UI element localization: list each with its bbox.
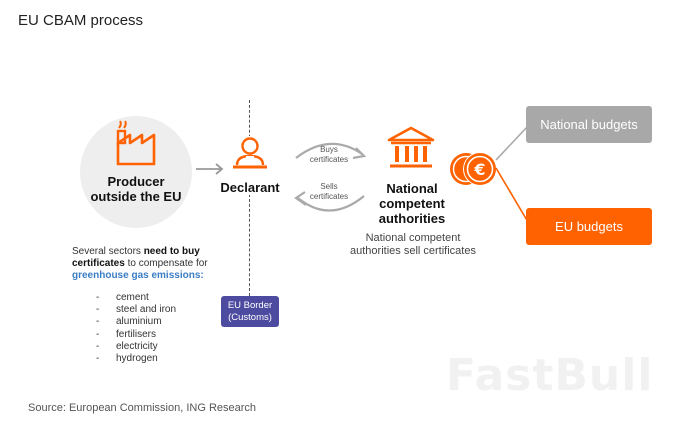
producer-line2: outside the EU <box>90 189 182 204</box>
sector-name: aluminium <box>116 316 162 328</box>
eu-border-line2: (Customs) <box>228 311 272 323</box>
authority-line3: authorities <box>378 211 446 226</box>
sells-line2: certificates <box>309 192 349 201</box>
eu-border-box: EU Border (Customs) <box>221 296 279 327</box>
sector-list: - cement - steel and iron - aluminium - fert… <box>96 292 176 365</box>
list-item: - hydrogen <box>96 353 176 365</box>
list-dash: - <box>96 316 100 328</box>
sector-name: fertilisers <box>116 328 157 340</box>
sectors-intro-c: to compensate for <box>124 258 208 269</box>
sectors-intro-a: Several sectors <box>72 246 144 257</box>
sectors-intro-d: greenhouse gas emissions: <box>72 270 204 281</box>
sectors-intro-b: need to buy certificates <box>72 246 200 269</box>
authority-line2: competent <box>379 196 445 211</box>
list-item: - aluminium <box>96 316 176 328</box>
factory-icon <box>116 120 156 171</box>
sectors-description: Several sectors need to buy certificates… <box>72 246 247 282</box>
producer-label: Producer outside the EU <box>82 174 190 204</box>
watermark: FastBull <box>446 350 654 401</box>
government-building-icon <box>386 126 436 177</box>
authority-label: National competent authorities <box>362 181 462 226</box>
declarant-label: Declarant <box>210 180 290 195</box>
sector-name: electricity <box>116 340 158 352</box>
page-title: EU CBAM process <box>18 12 144 29</box>
authority-note: National competent authorities sell cert… <box>345 232 481 258</box>
source-note: Source: European Commission, ING Researc… <box>28 402 257 414</box>
buys-line2: certificates <box>309 155 349 164</box>
list-item: - steel and iron <box>96 304 176 316</box>
producer-line1: Producer <box>107 174 165 189</box>
svg-text:€: € <box>473 160 485 179</box>
trade-cycle-arrows <box>288 136 372 225</box>
buys-line1: Buys <box>320 145 338 154</box>
list-dash: - <box>96 304 100 316</box>
budget-branch-lines <box>492 118 532 233</box>
producer-to-declarant-arrow <box>196 162 226 180</box>
euro-coins-icon: € <box>448 150 500 193</box>
list-item: - cement <box>96 292 176 304</box>
list-item: - fertilisers <box>96 329 176 341</box>
authority-line1: National <box>386 181 438 196</box>
buys-certificates-label: Buys certificates <box>298 145 360 165</box>
list-dash: - <box>96 328 100 340</box>
sector-name: hydrogen <box>116 353 158 365</box>
list-item: - electricity <box>96 341 176 353</box>
list-dash: - <box>96 353 100 365</box>
eu-border-line <box>249 100 250 296</box>
person-icon <box>231 136 269 181</box>
list-dash: - <box>96 340 100 352</box>
eu-border-line1: EU Border <box>227 299 273 311</box>
producer-circle <box>80 116 192 228</box>
sector-name: cement <box>116 292 149 303</box>
national-budgets-box: National budgets <box>526 106 652 143</box>
list-dash: - <box>96 292 100 303</box>
sector-name: steel and iron <box>116 304 177 316</box>
authority-note-line2: authorities sell certificates <box>350 245 476 257</box>
sells-certificates-label: Sells certificates <box>298 182 360 202</box>
sells-line1: Sells <box>320 182 338 191</box>
eu-budgets-box: EU budgets <box>526 208 652 245</box>
authority-note-line1: National competent <box>365 232 461 244</box>
